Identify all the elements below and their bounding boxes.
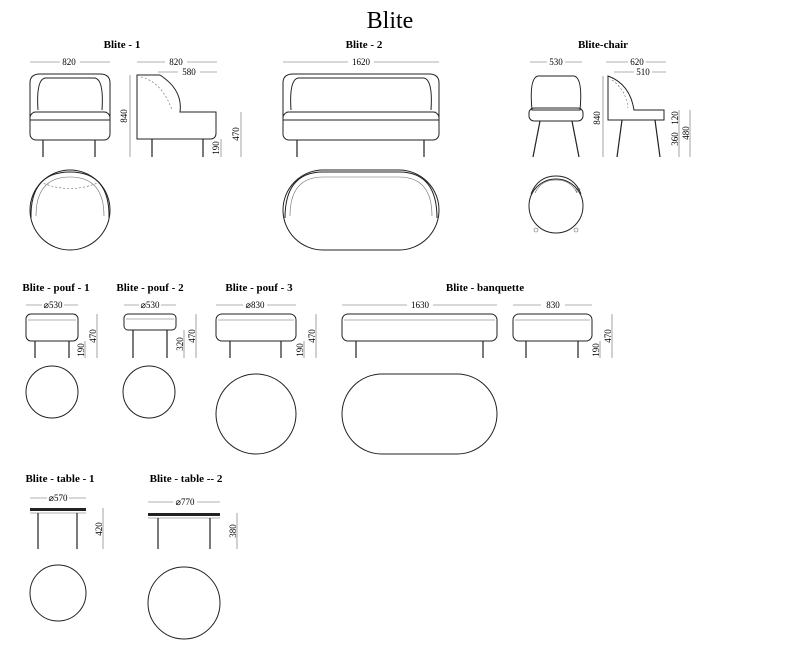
pouf-1-diameter-value: ⌀530 — [44, 300, 63, 310]
pouf-2-plan-view — [122, 365, 176, 419]
pouf-3-plan-view — [215, 373, 297, 455]
blite-chair-depth-value: 620 — [630, 57, 644, 67]
blite-chair-width-value: 530 — [549, 57, 563, 67]
pouf-3-leg-height-value: 190 — [295, 343, 305, 357]
blite-2-width-dimension: 1620 — [283, 56, 439, 67]
pouf-1-plan-view — [25, 365, 79, 419]
banquette-label: Blite - banquette — [446, 282, 524, 294]
pouf-1-leg-height-value: 190 — [76, 343, 86, 357]
blite-chair-plan-view — [528, 175, 584, 234]
pouf-1-height-value: 470 — [88, 329, 98, 343]
pouf-2-leg-height-value: 320 — [175, 337, 185, 351]
table-2-top — [148, 513, 220, 516]
page-title: Blite — [367, 8, 414, 34]
table-1-height-value: 420 — [94, 522, 104, 536]
banquette-length-value: 1630 — [411, 300, 430, 310]
blite-1-side-view: 820 580 840 470 190 — [119, 56, 242, 157]
banquette-group: Blite - banquette 1630 830 470 190 — [341, 282, 613, 455]
banquette-depth-value: 830 — [546, 300, 560, 310]
table-1-plan-view — [29, 564, 87, 622]
blite-1-plan-view — [29, 169, 111, 251]
blite-1-group: Blite - 1 820 820 580 — [29, 39, 242, 251]
pouf-2-height-value: 470 — [187, 329, 197, 343]
pouf-2-label: Blite - pouf - 2 — [116, 282, 184, 294]
table-2-height-value: 380 — [228, 524, 238, 538]
blite-chair-seat-depth-value: 510 — [636, 67, 650, 77]
blite-1-height-value: 840 — [119, 109, 129, 123]
blite-2-front-view — [282, 73, 440, 157]
table-2-plan-view — [147, 566, 221, 640]
blite-2-group: Blite - 2 1620 — [282, 39, 440, 251]
blite-chair-group: Blite-chair 530 620 510 840 120 — [528, 39, 691, 234]
blite-chair-height-value: 840 — [592, 111, 602, 125]
blite-chair-side-view: 620 510 840 120 360 480 — [592, 56, 691, 158]
blite-2-label: Blite - 2 — [346, 39, 383, 51]
blite-1-width-dimension: 820 — [30, 56, 110, 67]
table-1-label: Blite - table - 1 — [25, 473, 94, 485]
blite-1-label: Blite - 1 — [104, 39, 141, 51]
pouf-3-diameter-value: ⌀830 — [246, 300, 265, 310]
pouf-2-group: Blite - pouf - 2 ⌀530 470 320 — [116, 282, 197, 419]
pouf-3-height-value: 470 — [307, 329, 317, 343]
table-1-diameter-value: ⌀570 — [49, 493, 68, 503]
blite-chair-armrest-height-value: 120 — [670, 111, 680, 125]
table-2-label: Blite - table -- 2 — [150, 473, 223, 485]
table-2-diameter-value: ⌀770 — [176, 497, 195, 507]
blite-1-seat-depth-value: 580 — [182, 67, 196, 77]
table-1-top — [30, 508, 86, 511]
blite-1-leg-height-value: 190 — [211, 141, 221, 155]
pouf-2-diameter-value: ⌀530 — [141, 300, 160, 310]
blite-chair-width-dimension: 530 — [530, 56, 582, 67]
pouf-3-group: Blite - pouf - 3 ⌀830 470 190 — [215, 282, 317, 455]
blite-chair-front-view — [528, 75, 584, 158]
pouf-1-label: Blite - pouf - 1 — [22, 282, 89, 294]
blite-1-front-view — [29, 73, 111, 157]
blite-chair-seat-height-value: 480 — [681, 126, 691, 140]
table-2-group: Blite - table -- 2 ⌀770 380 — [147, 473, 238, 640]
pouf-1-group: Blite - pouf - 1 ⌀530 470 190 — [22, 282, 98, 419]
blite-chair-label: Blite-chair — [578, 39, 628, 51]
banquette-plan-view — [341, 373, 498, 455]
blite-chair-seat-height-low-value: 360 — [670, 132, 680, 146]
table-1-group: Blite - table - 1 ⌀570 420 — [25, 473, 104, 622]
blite-1-width-value: 820 — [62, 57, 76, 67]
banquette-height-value: 470 — [603, 329, 613, 343]
pouf-3-label: Blite - pouf - 3 — [225, 282, 293, 294]
banquette-leg-height-value: 190 — [591, 343, 601, 357]
blite-1-depth-value: 820 — [169, 57, 183, 67]
blite-1-seat-height-value: 470 — [231, 127, 241, 141]
blite-2-plan-view — [282, 169, 440, 251]
blite-2-width-value: 1620 — [352, 57, 371, 67]
